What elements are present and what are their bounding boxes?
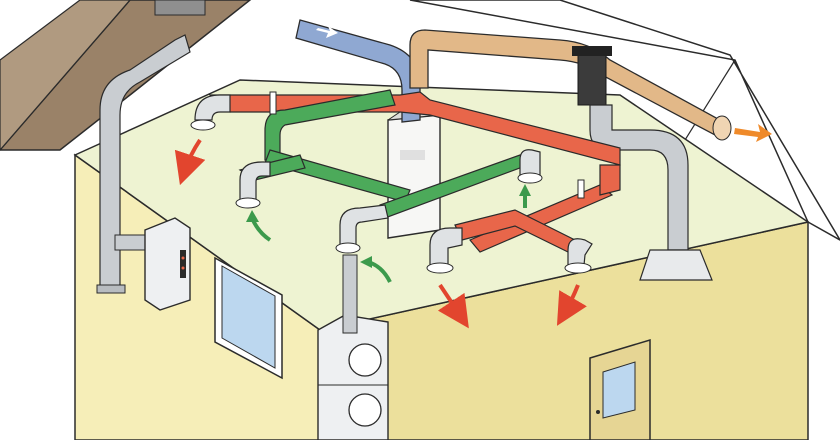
wall-vent-grille-icon: [712, 115, 732, 141]
roof-vent-icon: [154, 0, 206, 16]
supply-air-arrow-icon: [437, 283, 469, 329]
return-grille-right: [517, 149, 543, 184]
fresh-air-duct: [295, 19, 421, 123]
return-air-arrow-icon: [360, 256, 392, 283]
return-grilles: [235, 149, 543, 254]
supply-register-front-left: [426, 227, 463, 274]
return-grille-center: [335, 204, 389, 254]
water-heater: [144, 217, 191, 311]
return-air-arrows: [246, 184, 531, 283]
return-grille-left: [235, 161, 271, 209]
heat-recovery-ventilator: [387, 107, 447, 239]
dryer-vent: [342, 254, 358, 334]
return-air-arrow-icon: [246, 210, 272, 242]
supply-registers: [174, 94, 593, 329]
window: [214, 256, 283, 380]
door: [589, 338, 651, 440]
supply-register-back-left: [190, 94, 231, 131]
return-air-arrow-icon: [519, 184, 531, 208]
supply-air-arrow-icon: [556, 284, 587, 326]
roof-left-edge: [0, 0, 131, 151]
washer-dryer: [317, 314, 389, 440]
roof-jack-chimney-icon: [577, 49, 607, 106]
duct-clamps: [269, 91, 585, 199]
fresh-air-intake-arrow-icon: [316, 26, 338, 38]
supply-air-arrow-icon: [174, 138, 206, 186]
supply-air-arrows: [174, 138, 587, 329]
supply-register-front-right: [564, 238, 593, 274]
water-heater-flue: [96, 34, 191, 294]
exhaust-air-arrow-icon: [734, 124, 772, 142]
